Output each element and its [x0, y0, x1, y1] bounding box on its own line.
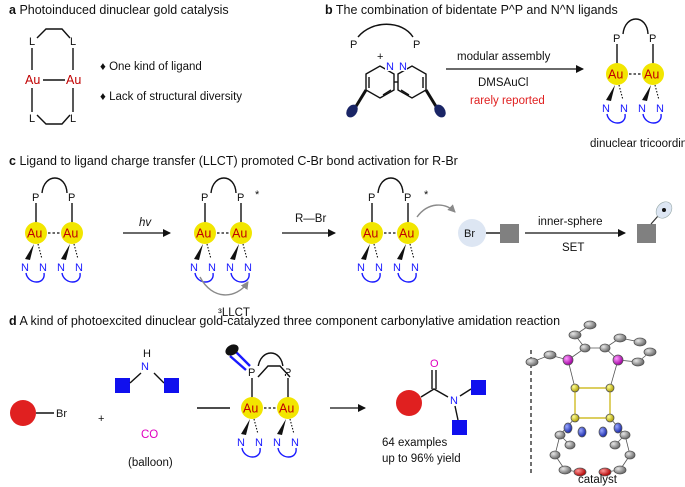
- excited-complex-with-rbr: [356, 177, 420, 283]
- product-aryl-circle: [396, 390, 422, 416]
- amine-square-right: [164, 378, 179, 393]
- panel-a-point-1: ♦ One kind of ligand: [100, 61, 202, 73]
- modular-assembly-label: modular assembly: [457, 51, 551, 63]
- svg-text:L: L: [29, 113, 35, 125]
- amide-nitrogen-label: N: [450, 395, 458, 407]
- aryl-red-circle: [10, 400, 36, 426]
- set-label: SET: [562, 242, 584, 254]
- svg-text:L: L: [70, 36, 76, 48]
- gold-atom-label: Au: [25, 73, 40, 87]
- nitrogen-label: N: [399, 61, 407, 73]
- svg-text:+: +: [98, 413, 104, 425]
- substituent-glyph: [225, 344, 239, 356]
- balloon-label: (balloon): [128, 457, 173, 469]
- bromine-label: Br: [56, 408, 67, 420]
- bridged-l-complex: L L L L Au Au: [25, 28, 81, 125]
- amine-square-left: [115, 378, 130, 393]
- product-square-bottom: [452, 420, 467, 435]
- examples-label: 64 examples: [382, 437, 447, 449]
- rarely-reported-label: rarely reported: [470, 95, 545, 107]
- product-label: dinuclear tricoordinate: [590, 138, 685, 150]
- svg-text:*: *: [255, 189, 260, 201]
- panel-d-title: d A kind of photoexcited dinuclear gold-…: [9, 314, 560, 328]
- carbonyl-oxygen-label: O: [430, 358, 439, 370]
- excited-state-complex: [189, 177, 253, 283]
- panel-c: c Ligand to ligand charge transfer (LLCT…: [9, 154, 673, 319]
- panel-d: d A kind of photoexcited dinuclear gold-…: [9, 314, 657, 486]
- amine-nitrogen-label: N: [141, 361, 149, 373]
- inner-sphere-label: inner-sphere: [538, 216, 603, 228]
- svg-text:L: L: [29, 36, 35, 48]
- panel-b-title: b The combination of bidentate P^P and N…: [325, 3, 618, 17]
- dinuclear-gold-complex: [601, 18, 665, 124]
- gold-atom-label: Au: [66, 73, 81, 87]
- phosphorus-label: P: [350, 39, 357, 51]
- nitrogen-label: N: [386, 61, 394, 73]
- reagent-label: DMSAuCl: [478, 77, 528, 89]
- phosphorus-label: P: [413, 39, 420, 51]
- svg-text:H: H: [143, 348, 151, 360]
- svg-text:+: +: [377, 51, 383, 63]
- ground-state-complex: [20, 177, 84, 283]
- bromine-label: Br: [464, 228, 475, 240]
- co-label: CO: [141, 429, 158, 441]
- panel-a-point-2: ♦ Lack of structural diversity: [100, 91, 242, 103]
- bipyridine-ligand: N N: [346, 61, 446, 118]
- llct-label: ³LLCT: [218, 307, 250, 319]
- hv-label: hv: [139, 217, 152, 229]
- panel-c-title: c Ligand to ligand charge transfer (LLCT…: [9, 154, 458, 168]
- alkyl-bromide-label: R—Br: [295, 213, 326, 225]
- svg-text:L: L: [70, 113, 76, 125]
- crystal-structure: [525, 320, 657, 477]
- panel-b: b The combination of bidentate P^P and N…: [325, 3, 685, 150]
- svg-text:*: *: [424, 189, 429, 201]
- panel-a: a Photoinduced dinuclear gold catalysis …: [9, 3, 242, 125]
- bromine-sphere: [458, 219, 486, 247]
- radical-r-square: [637, 224, 656, 243]
- catalyst-label: catalyst: [578, 474, 618, 486]
- panel-a-title: a Photoinduced dinuclear gold catalysis: [9, 3, 229, 17]
- yield-label: up to 96% yield: [382, 453, 461, 465]
- r-group-square: [500, 224, 519, 243]
- product-square-top: [471, 380, 486, 395]
